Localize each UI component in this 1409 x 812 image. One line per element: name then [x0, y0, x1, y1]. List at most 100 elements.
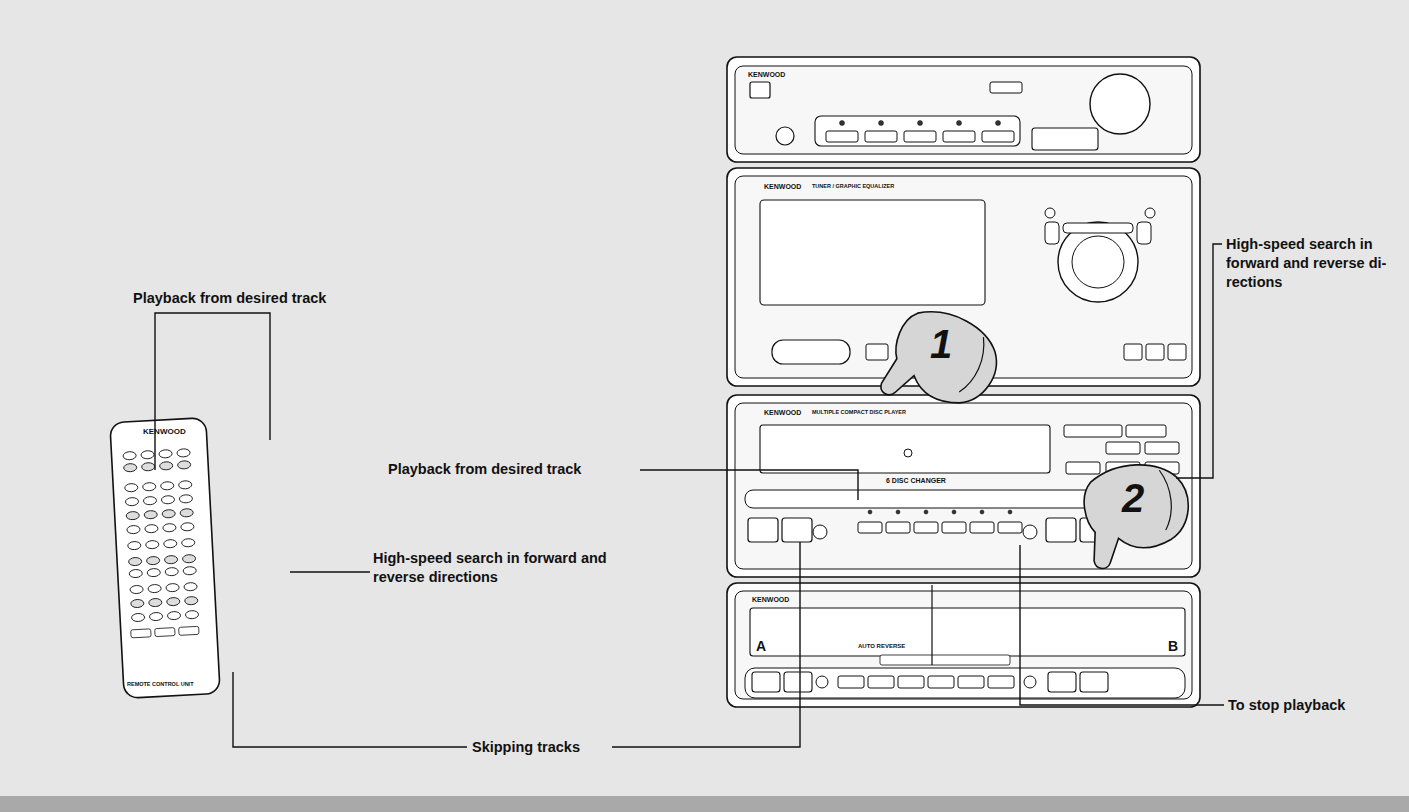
leader-line	[612, 542, 800, 747]
callout-label: To stop playback	[1228, 696, 1345, 715]
button	[866, 344, 888, 360]
display	[760, 200, 985, 305]
skip-button	[748, 518, 778, 542]
callout-label: High-speed search in forward and reverse…	[373, 549, 609, 587]
remote-button	[162, 509, 175, 518]
button	[1106, 442, 1140, 454]
stop-button	[1046, 518, 1076, 542]
remote-button	[184, 582, 197, 591]
remote-button	[159, 461, 172, 470]
button	[928, 676, 954, 688]
pointing-hand	[878, 300, 1008, 426]
remote-button	[143, 482, 156, 491]
remote-button	[131, 629, 151, 638]
remote-button	[125, 483, 138, 492]
cd-face	[735, 403, 1192, 569]
unit-label: AUTO REVERSE	[858, 643, 905, 651]
indicator	[918, 121, 923, 126]
remote-button	[129, 569, 142, 578]
indicator	[868, 510, 872, 514]
remote-button	[161, 495, 174, 504]
remote-control	[110, 418, 220, 699]
remote-button	[147, 568, 160, 577]
cassette-unit	[727, 583, 1200, 707]
step-number: 2	[1122, 472, 1144, 524]
disc-tray	[760, 425, 1050, 473]
bracket	[155, 313, 270, 470]
knob	[1145, 208, 1155, 218]
indicator	[1008, 510, 1012, 514]
knob	[813, 525, 827, 539]
remote-button	[127, 525, 140, 534]
leader-line	[640, 470, 858, 500]
remote-button	[179, 494, 192, 503]
amplifier-face	[735, 66, 1192, 154]
button-panel	[815, 116, 1020, 146]
leader-line	[290, 571, 370, 572]
step-number: 1	[930, 318, 952, 370]
remote-button	[182, 554, 195, 563]
remote-button	[128, 541, 141, 550]
remote-button	[130, 585, 143, 594]
indicator	[980, 510, 984, 514]
brand-logo: KENWOOD	[764, 408, 801, 417]
button	[943, 131, 975, 142]
knob	[1045, 208, 1055, 218]
remote-button	[161, 481, 174, 490]
remote-button	[182, 538, 195, 547]
bottom-strip	[0, 796, 1409, 812]
button	[1146, 344, 1164, 360]
disc-button	[886, 522, 910, 533]
remote-button	[146, 556, 159, 565]
brand-logo: KENWOOD	[764, 182, 801, 191]
remote-button	[143, 496, 156, 505]
hand-outline	[878, 300, 1008, 426]
remote-button	[177, 449, 190, 458]
button	[1064, 425, 1122, 437]
cassette-panel	[745, 668, 1185, 698]
remote-button	[142, 462, 155, 471]
remote-button	[128, 557, 141, 566]
brand-logo: KENWOOD	[143, 427, 186, 437]
indicator	[840, 121, 845, 126]
button	[904, 131, 936, 142]
remote-button	[145, 524, 158, 533]
unit-label: MULTIPLE COMPACT DISC PLAYER	[812, 409, 906, 416]
remote-button	[123, 451, 136, 460]
hand-outline	[1079, 456, 1198, 569]
knob	[816, 676, 828, 688]
deck-letter: A	[756, 637, 766, 655]
indicator	[879, 121, 884, 126]
button	[1045, 222, 1059, 244]
button	[1145, 442, 1179, 454]
button	[865, 131, 897, 142]
remote-button	[141, 450, 154, 459]
leader-line	[233, 672, 467, 747]
button	[1048, 672, 1076, 692]
remote-button	[185, 610, 198, 619]
button	[982, 131, 1014, 142]
remote-button	[178, 481, 191, 490]
knob	[1024, 676, 1036, 688]
indicator	[996, 121, 1001, 126]
button	[1032, 128, 1098, 150]
knob	[1023, 525, 1037, 539]
remote-button	[167, 597, 180, 606]
button	[990, 82, 1022, 93]
hand-fold	[1155, 469, 1176, 530]
button	[838, 676, 864, 688]
button	[752, 672, 780, 692]
tuning-knob	[1058, 222, 1138, 302]
remote-body	[110, 418, 220, 699]
callout-label: Playback from desired track	[388, 460, 581, 479]
cd-changer-unit	[727, 395, 1200, 577]
volume-knob	[1090, 74, 1150, 134]
remote-button	[165, 567, 178, 576]
remote-button	[126, 511, 139, 520]
stereo-stack	[727, 57, 1200, 707]
disc-button	[942, 522, 966, 533]
remote-button	[155, 628, 175, 637]
amplifier-unit	[727, 57, 1200, 162]
cassette-door	[750, 608, 1185, 656]
indicator	[924, 510, 928, 514]
